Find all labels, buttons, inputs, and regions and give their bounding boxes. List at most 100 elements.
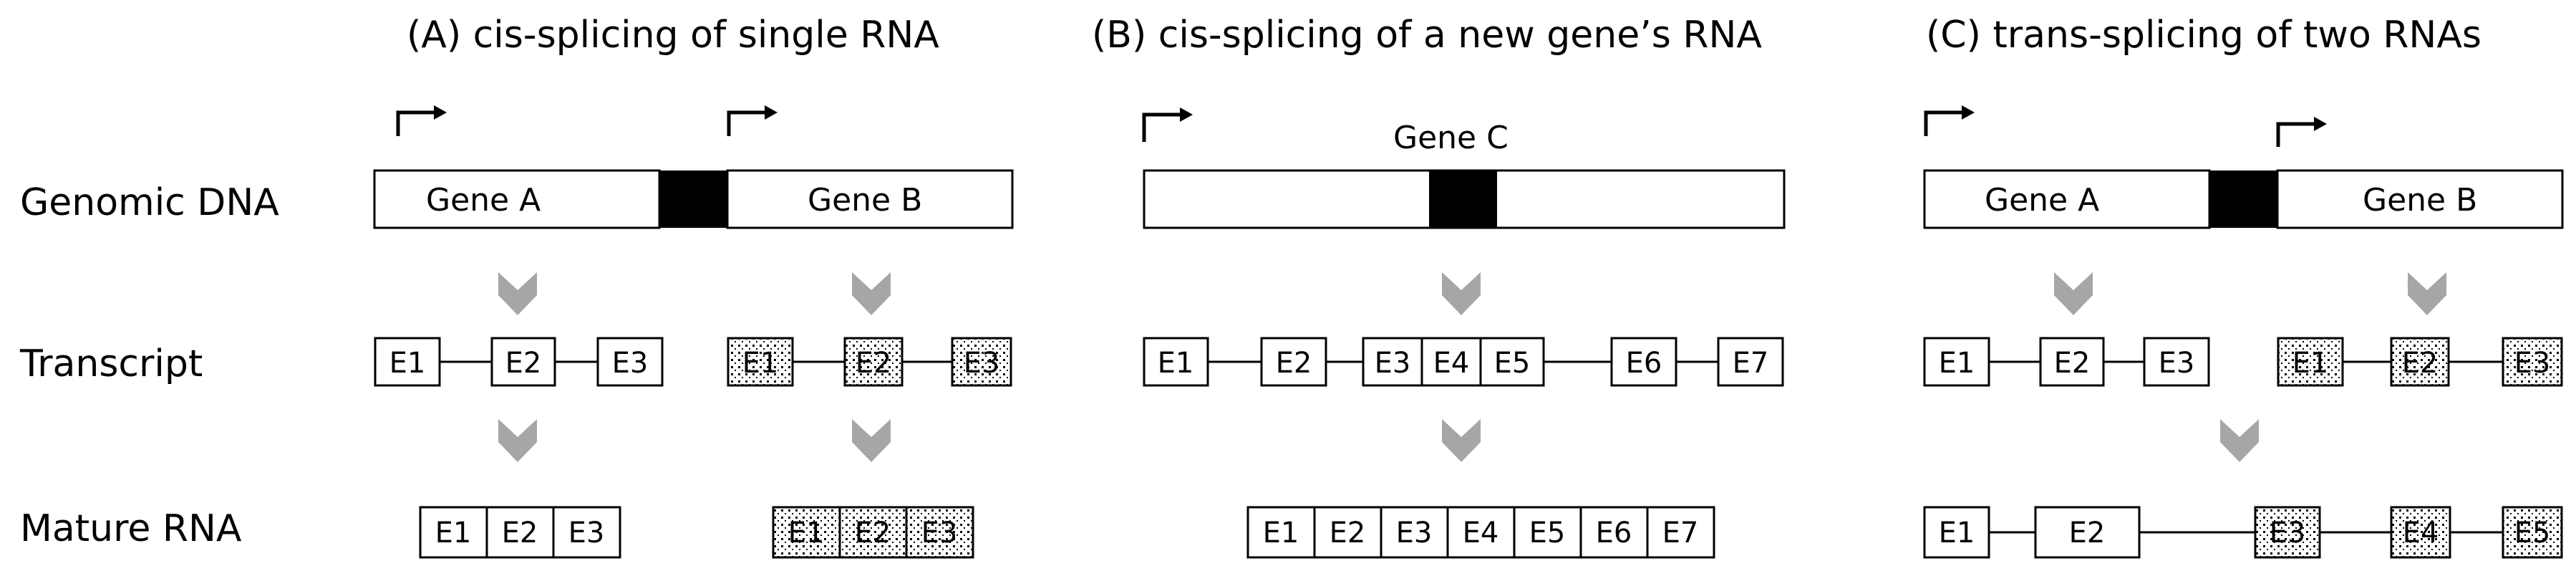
exon-label: E2 [855, 517, 891, 549]
panel-c-transcript-gene-b: E1 E2 E3 [2277, 337, 2563, 387]
exon-box [1420, 337, 1482, 387]
exon-box-dotted [2390, 506, 2451, 559]
exon-box-dotted [2254, 506, 2321, 559]
exon-box [1513, 506, 1582, 559]
panel-a-genomic-dna: Gene A Gene B [373, 105, 1014, 229]
panel-a-mature-gene-a: E1 E2 E3 [419, 506, 621, 559]
exon-box-dotted [2277, 337, 2344, 387]
exon-label: E4 [1433, 347, 1470, 380]
row-label-mature-rna: Mature RNA [20, 507, 242, 550]
exon-box-dotted [2390, 337, 2450, 387]
exon-label: E1 [1939, 517, 1975, 549]
exon-box [1717, 337, 1784, 387]
exon-label: E3 [1375, 347, 1411, 380]
down-arrow-icon [852, 272, 891, 315]
promoter-arrow-icon [2276, 122, 2317, 147]
intergenic-spacer [659, 171, 727, 228]
promoter-arrowhead-icon [1180, 107, 1193, 122]
gene-a-label: Gene A [426, 182, 541, 219]
exon-box [1380, 506, 1449, 559]
exon-label: E4 [2403, 517, 2439, 549]
exon-label: E1 [742, 347, 779, 380]
promoter-arrowhead-icon [1962, 105, 1975, 120]
panel-b-mature: E1 E2 E3 E4 E5 E6 E7 [1246, 506, 1715, 559]
panel-a-mature-gene-b: E1 E2 E3 [772, 506, 974, 559]
exon-label: E3 [921, 517, 958, 549]
gene-a-box [1923, 169, 2211, 229]
panel-c-mature: E1 E2 E3 E4 E5 [1923, 506, 2563, 559]
exon-label: E4 [1463, 517, 1499, 549]
exon-box [1923, 506, 1990, 559]
down-arrow-icon [498, 272, 537, 315]
gene-a-box [373, 169, 661, 229]
exon-box [1479, 337, 1545, 387]
exon-box-dotted [2502, 506, 2563, 559]
panel-c-genomic-dna: Gene A Gene B [1923, 105, 2564, 229]
gene-a-label: Gene A [1985, 182, 2099, 219]
exon-box [596, 337, 664, 387]
exon-box [1446, 506, 1516, 559]
exon-label: E5 [2514, 517, 2551, 549]
gene-b-label: Gene B [808, 182, 922, 219]
exon-label: E3 [2270, 517, 2306, 549]
panel-b-transcript: E1 E2 E3 E4 E5 E6 E7 [1143, 337, 1784, 387]
panel-a-title: (A) cis-splicing of single RNA [407, 14, 939, 57]
promoter-arrowhead-icon [765, 105, 778, 120]
exon-label: E2 [1330, 517, 1366, 549]
exon-label: E3 [2159, 347, 2195, 380]
exon-label: E7 [1662, 517, 1699, 549]
exon-label: E1 [1263, 517, 1299, 549]
exon-box [2034, 506, 2141, 559]
exon-box-dotted [838, 506, 908, 559]
exon-label: E3 [2514, 347, 2551, 380]
down-arrow-icon [1442, 272, 1481, 315]
gene-b-box [726, 169, 1014, 229]
promoter-arrowhead-icon [434, 105, 447, 120]
exon-label: E1 [435, 517, 472, 549]
exon-box-dotted [951, 337, 1012, 387]
panel-c-title: (C) trans-splicing of two RNAs [1926, 14, 2481, 57]
exon-label: E1 [1939, 347, 1975, 380]
exon-box [490, 337, 556, 387]
exon-box-dotted [2502, 337, 2563, 387]
exon-label: E6 [1596, 517, 1632, 549]
exon-box [1143, 337, 1209, 387]
panel-b-genomic-dna: Gene C [1142, 107, 1786, 229]
exon-label: E1 [788, 517, 825, 549]
exon-label: E2 [2069, 517, 2106, 549]
panel-a-transcript-gene-b: E1 E2 E3 [727, 337, 1012, 387]
exon-label: E3 [612, 347, 649, 380]
exon-box-dotted [905, 506, 974, 559]
exon-label: E1 [1158, 347, 1194, 380]
gene-c-insert [1429, 171, 1497, 228]
exon-label: E1 [2292, 347, 2329, 380]
intergenic-spacer [2209, 171, 2277, 228]
exon-label: E2 [2402, 347, 2439, 380]
down-arrow-icon [1442, 419, 1481, 462]
exon-box [485, 506, 555, 559]
promoter-arrowhead-icon [2314, 117, 2327, 131]
exon-label: E5 [1494, 347, 1531, 380]
exon-box-dotted [772, 506, 841, 559]
exon-box [552, 506, 621, 559]
promoter-arrow-icon [1924, 110, 1965, 136]
promoter-arrow-icon [727, 110, 768, 136]
exon-label: E1 [389, 347, 426, 380]
exon-label: E3 [568, 517, 605, 549]
down-arrow-icon [498, 419, 537, 462]
gene-c-label: Gene C [1393, 120, 1509, 156]
gene-b-box [2276, 169, 2564, 229]
row-label-transcript: Transcript [19, 342, 203, 385]
exon-box [374, 337, 441, 387]
promoter-arrow-icon [396, 110, 437, 136]
down-arrow-icon [2220, 419, 2259, 462]
gene-b-label: Gene B [2363, 182, 2477, 219]
down-arrow-icon [852, 419, 891, 462]
exon-label: E2 [2054, 347, 2091, 380]
panel-b-title: (B) cis-splicing of a new gene’s RNA [1092, 14, 1762, 57]
exon-label: E6 [1626, 347, 1662, 380]
down-arrow-icon [2054, 272, 2093, 315]
exon-box [2039, 337, 2105, 387]
exon-box [1246, 506, 1316, 559]
